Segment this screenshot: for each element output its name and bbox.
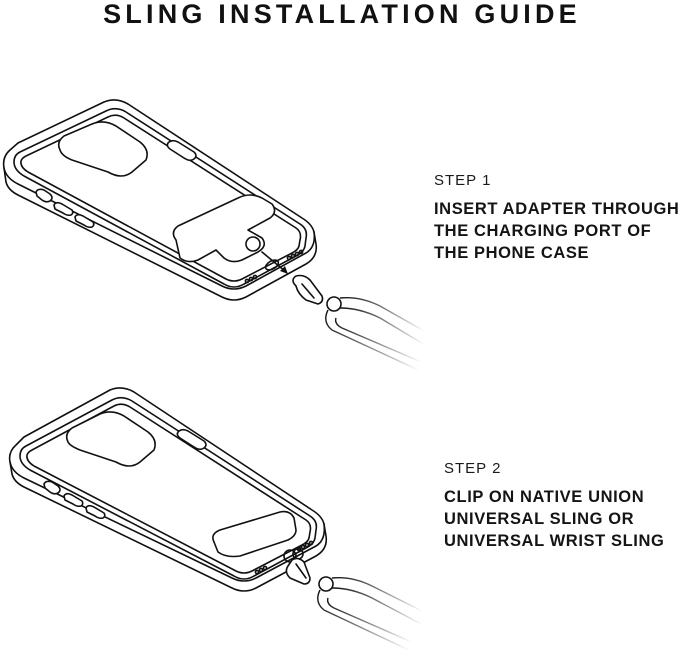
sling-clip-2 [283,548,441,661]
step-1-instruction: INSERT ADAPTER THROUGH THE CHARGING PORT… [434,200,680,262]
page-title: SLING INSTALLATION GUIDE [103,0,581,29]
step-2-instruction: CLIP ON NATIVE UNION UNIVERSAL SLING OR … [444,488,665,550]
step-2-label: STEP 2 [444,460,502,477]
phone-case-1 [2,99,318,301]
step-1-label: STEP 1 [434,172,492,189]
sling-clip-1 [292,274,441,381]
phone-case-2 [8,387,328,592]
